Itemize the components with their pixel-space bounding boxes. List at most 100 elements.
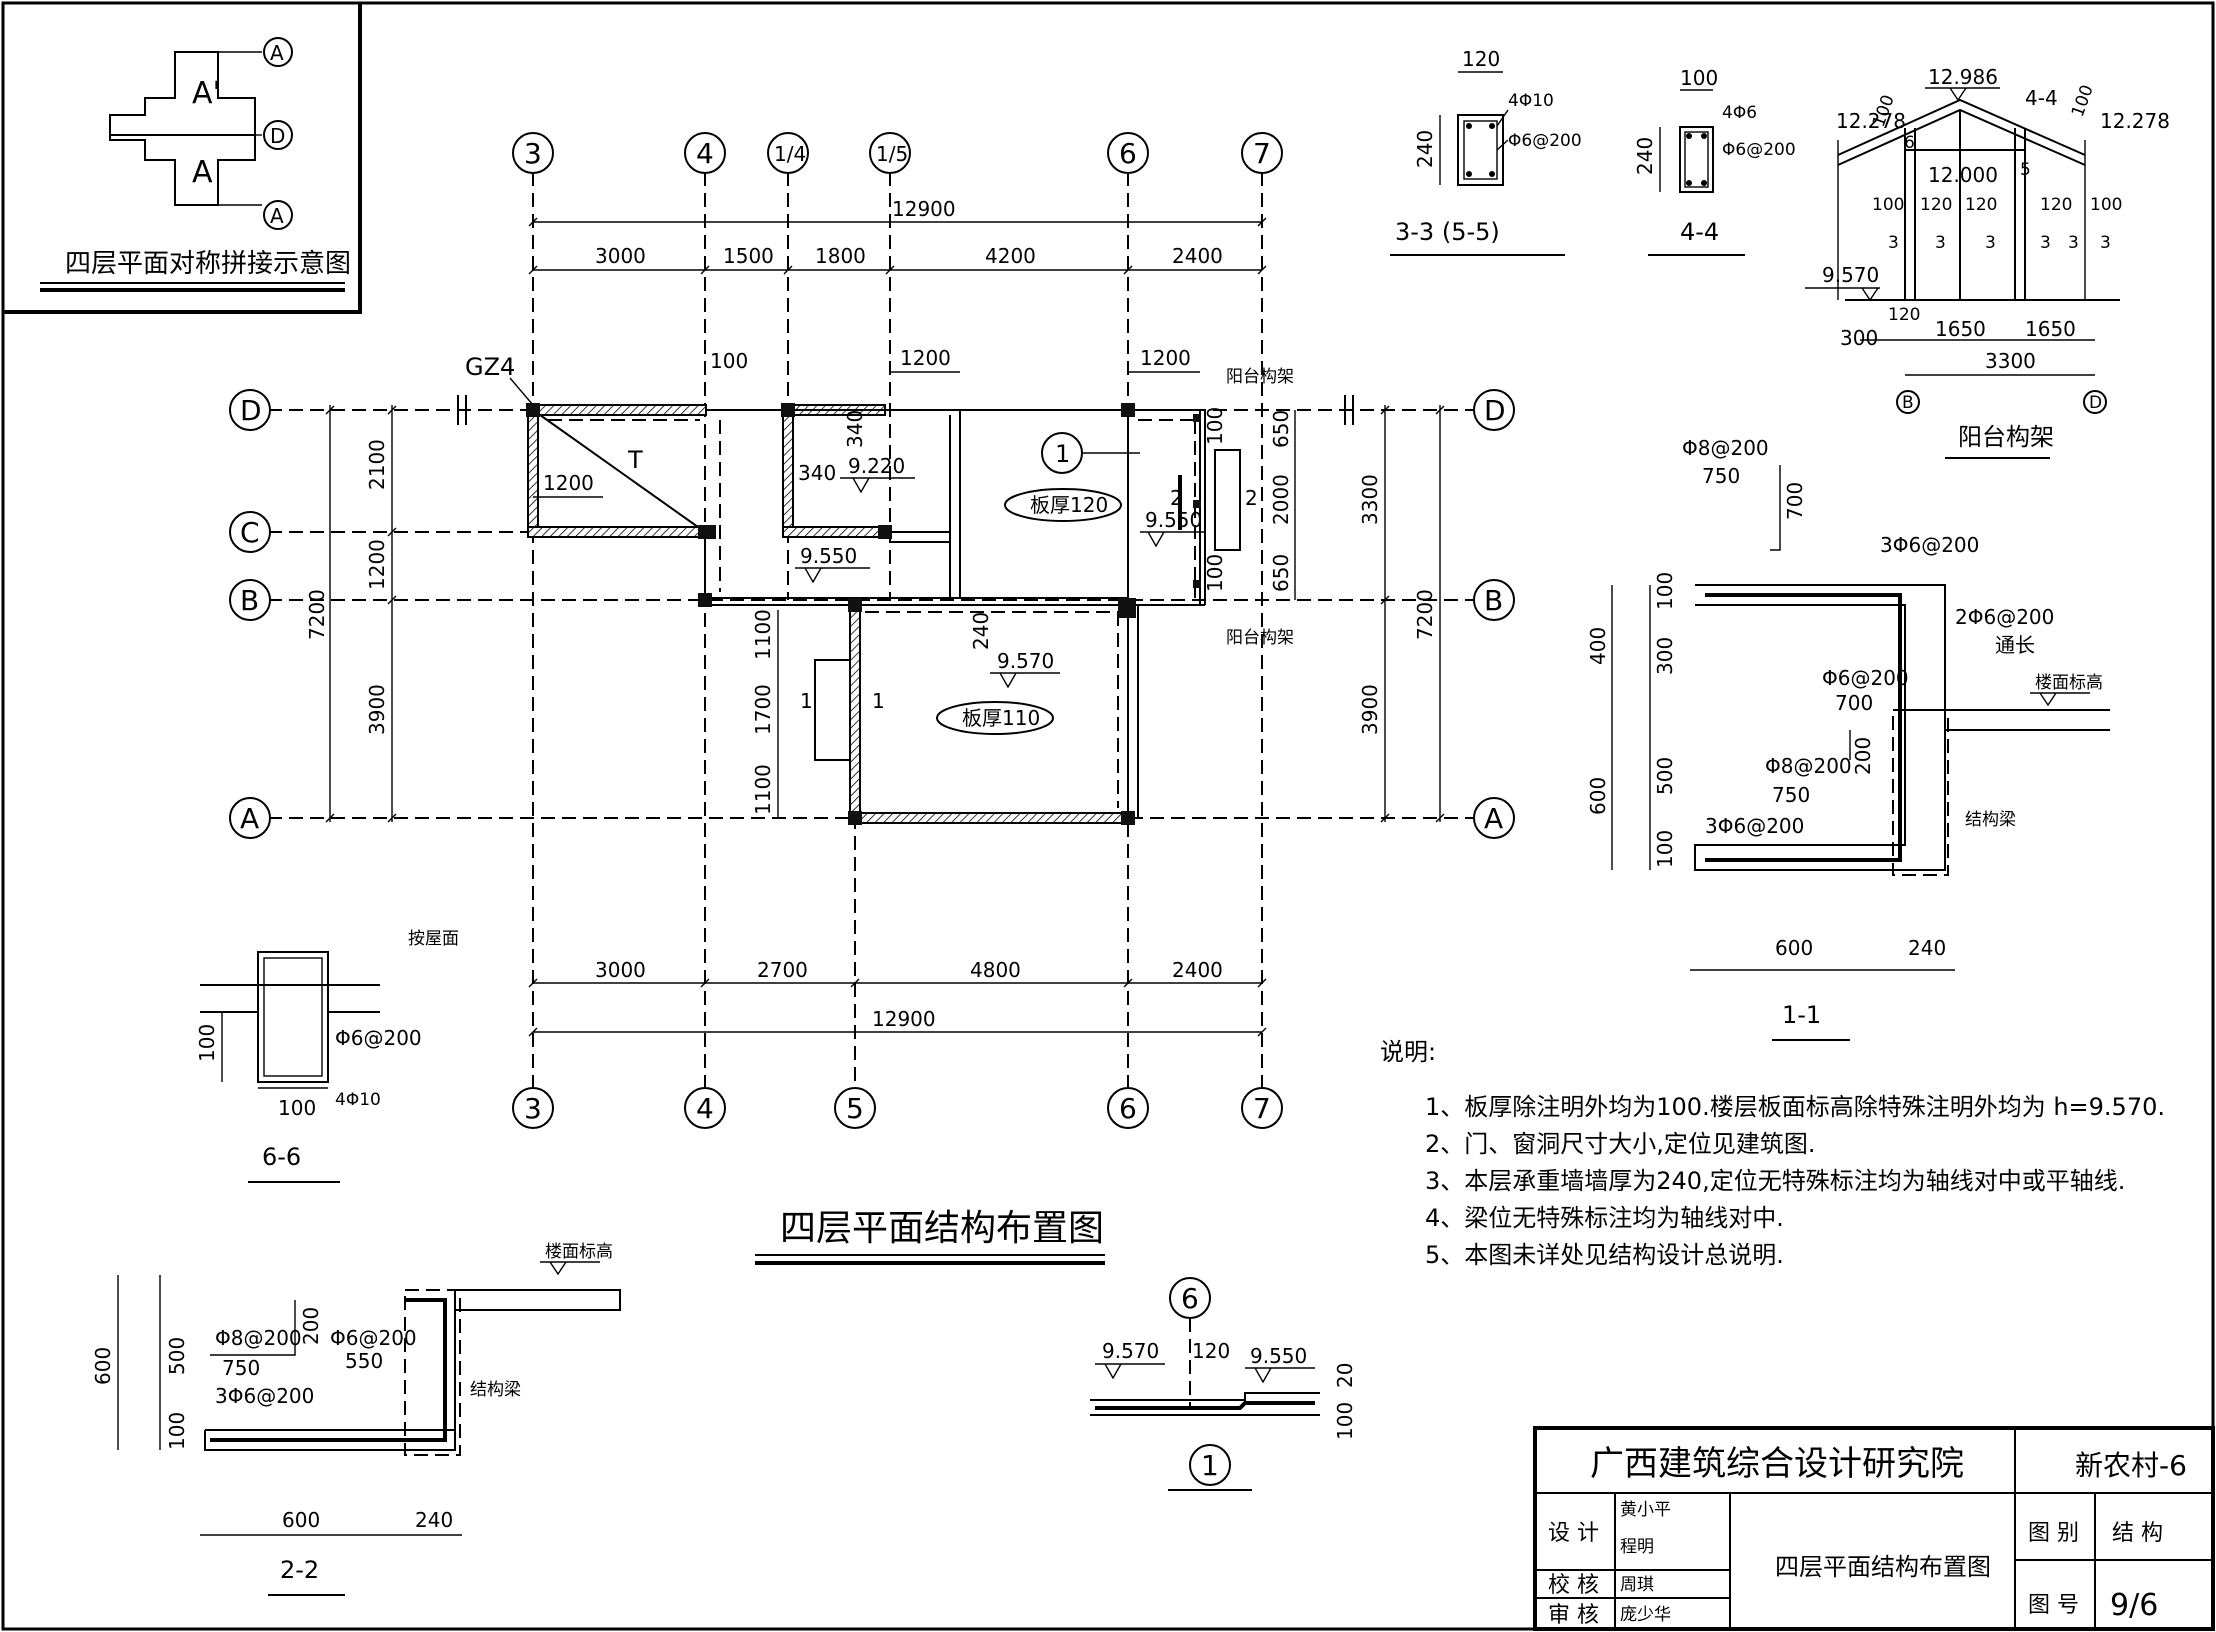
detail-1: 6 9.570 120 9.550 20 100 1	[1090, 1277, 1357, 1491]
sec66-width: 100	[278, 1096, 316, 1120]
sec11-label-phi8-bottom: Φ8@200	[1765, 754, 1852, 778]
sec11-label-700-b: 700	[1835, 691, 1873, 715]
sec22-phi6: Φ6@200	[330, 1326, 417, 1350]
dim-bottom-3: 4800	[970, 958, 1021, 982]
dim-bottom-1: 3000	[595, 958, 646, 982]
dim-top-1: 3000	[595, 244, 646, 268]
dim-right-1: 3300	[1358, 474, 1382, 525]
balcony-frame-mark-2: 3	[1935, 233, 1946, 253]
balcony-section-4-4: 4-4	[2025, 86, 2058, 110]
balcony-el-12000: 12.000	[1928, 163, 1998, 187]
drawing-name: 四层平面结构布置图	[1775, 1553, 1991, 1581]
inset-label-a: A	[192, 155, 213, 190]
dim-100-a: 100	[710, 349, 748, 373]
detail1-h1: 20	[1333, 1363, 1357, 1388]
sec33-bars: 4Φ10	[1508, 91, 1554, 111]
dim-right-2: 3900	[1358, 684, 1382, 735]
axis-top-6: 6	[1119, 137, 1137, 170]
dim-1700: 1700	[751, 684, 775, 735]
dim-1200-a: 1200	[900, 346, 951, 370]
dim-340-a: 340	[843, 410, 867, 448]
dim-top-2: 1500	[723, 244, 774, 268]
sec66-roof: 按屋面	[408, 929, 459, 949]
check-label: 校 核	[1548, 1573, 1599, 1598]
dim-left-1: 2100	[365, 439, 389, 490]
balcony-mark-5: 5	[2020, 160, 2031, 180]
sec11-label-2phi6: 2Φ6@200	[1955, 605, 2054, 629]
review-label: 审 核	[1548, 1603, 1599, 1628]
axis-top-1-4: 1/4	[774, 142, 806, 166]
section-mark-2-left: 2	[1170, 486, 1183, 510]
dim-1200-b: 1200	[1140, 346, 1191, 370]
note-5: 5、本图未详处见结构设计总说明.	[1425, 1241, 1784, 1269]
sec22-200: 200	[299, 1307, 323, 1345]
sec11-dim-300: 300	[1653, 637, 1677, 675]
sec11-label-floor-level: 楼面标高	[2035, 673, 2103, 693]
sec11-label-3phi6-bottom: 3Φ6@200	[1705, 814, 1804, 838]
note-4: 4、梁位无特殊标注均为轴线对中.	[1425, 1204, 1784, 1232]
axis-left-d: D	[240, 394, 262, 427]
section-1-1: Φ8@200 750 700 3Φ6@200 2Φ6@200 通长 Φ6@200…	[1586, 436, 2110, 1041]
sec33-height: 240	[1413, 130, 1437, 168]
dim-left-2: 1200	[365, 539, 389, 590]
balcony-label-top: 阳台构架	[1226, 367, 1294, 387]
sec11-label-750-bottom: 750	[1772, 783, 1810, 807]
dim-top-3: 1800	[815, 244, 866, 268]
balcony-el-12278-left: 12.278	[1836, 109, 1906, 133]
balcony-100-c: 100	[1872, 195, 1904, 215]
elevation-9550-a: 9.550	[800, 544, 857, 568]
balcony-frame-mark-6: 3	[2100, 233, 2111, 253]
sec11-label-beam: 结构梁	[1965, 810, 2016, 830]
sec11-label-through: 通长	[1995, 633, 2035, 657]
balcony-dim-1: 650	[1269, 410, 1293, 448]
dim-340-b: 340	[798, 461, 836, 485]
sec66-height: 100	[195, 1024, 219, 1062]
balcony-120-a: 120	[1920, 195, 1952, 215]
project-name: 新农村-6	[2075, 1449, 2187, 1482]
detail1-gap: 120	[1192, 1339, 1230, 1363]
slab-thickness-110: 板厚110	[962, 706, 1040, 730]
inset-label-a-prime: A'	[192, 76, 221, 111]
dim-right-total: 7200	[1413, 589, 1437, 640]
dim-100-c: 100	[1203, 554, 1227, 592]
sec22-dim-240-h: 240	[415, 1508, 453, 1532]
detail1-axis: 6	[1181, 1282, 1199, 1315]
balcony-dim-1650-b: 1650	[2025, 317, 2076, 341]
note-3: 3、本层承重墙墙厚为240,定位无特殊标注均为轴线对中或平轴线.	[1425, 1167, 2125, 1195]
dim-left-total: 7200	[305, 589, 329, 640]
sec66-bars: 4Φ10	[335, 1090, 381, 1110]
axis-bottom-3: 3	[524, 1092, 542, 1125]
plan-title: 四层平面结构布置图	[780, 1208, 1104, 1249]
sec22-title: 2-2	[280, 1556, 319, 1584]
balcony-120-b: 120	[1965, 195, 1997, 215]
sec11-label-200: 200	[1851, 737, 1875, 775]
sec22-dim-600-h: 600	[282, 1508, 320, 1532]
axis-left-b: B	[240, 584, 259, 617]
notes-heading: 说明:	[1380, 1038, 1436, 1066]
sec11-title: 1-1	[1782, 1001, 1821, 1029]
detail1-title: 1	[1201, 1449, 1219, 1482]
balcony-dim-3300: 3300	[1985, 349, 2036, 373]
sec11-dim-600-h: 600	[1775, 936, 1813, 960]
balcony-dim-2: 2000	[1269, 474, 1293, 525]
sec44-bars: 4Φ6	[1722, 103, 1757, 123]
inset-axis-a-top: A	[270, 41, 284, 65]
dim-top-5: 2400	[1172, 244, 1223, 268]
designer-1: 黄小平	[1620, 1500, 1671, 1520]
sec44-title: 4-4	[1680, 218, 1719, 246]
balcony-dim-120: 120	[1888, 305, 1920, 325]
stair-label: T	[627, 446, 643, 474]
sec22-750: 750	[222, 1356, 260, 1380]
balcony-el-9570: 9.570	[1822, 263, 1879, 287]
axis-bottom-5: 5	[846, 1092, 864, 1125]
sec11-dim-600: 600	[1586, 777, 1610, 815]
axis-left-a: A	[240, 802, 259, 835]
detail1-h2: 100	[1333, 1402, 1357, 1440]
dim-bottom-4: 2400	[1172, 958, 1223, 982]
dim-1200-c: 1200	[543, 471, 594, 495]
detail1-el-right: 9.550	[1250, 1344, 1307, 1368]
drawing-no-label: 图 号	[2028, 1593, 2079, 1618]
dim-bottom-total: 12900	[872, 1007, 936, 1031]
